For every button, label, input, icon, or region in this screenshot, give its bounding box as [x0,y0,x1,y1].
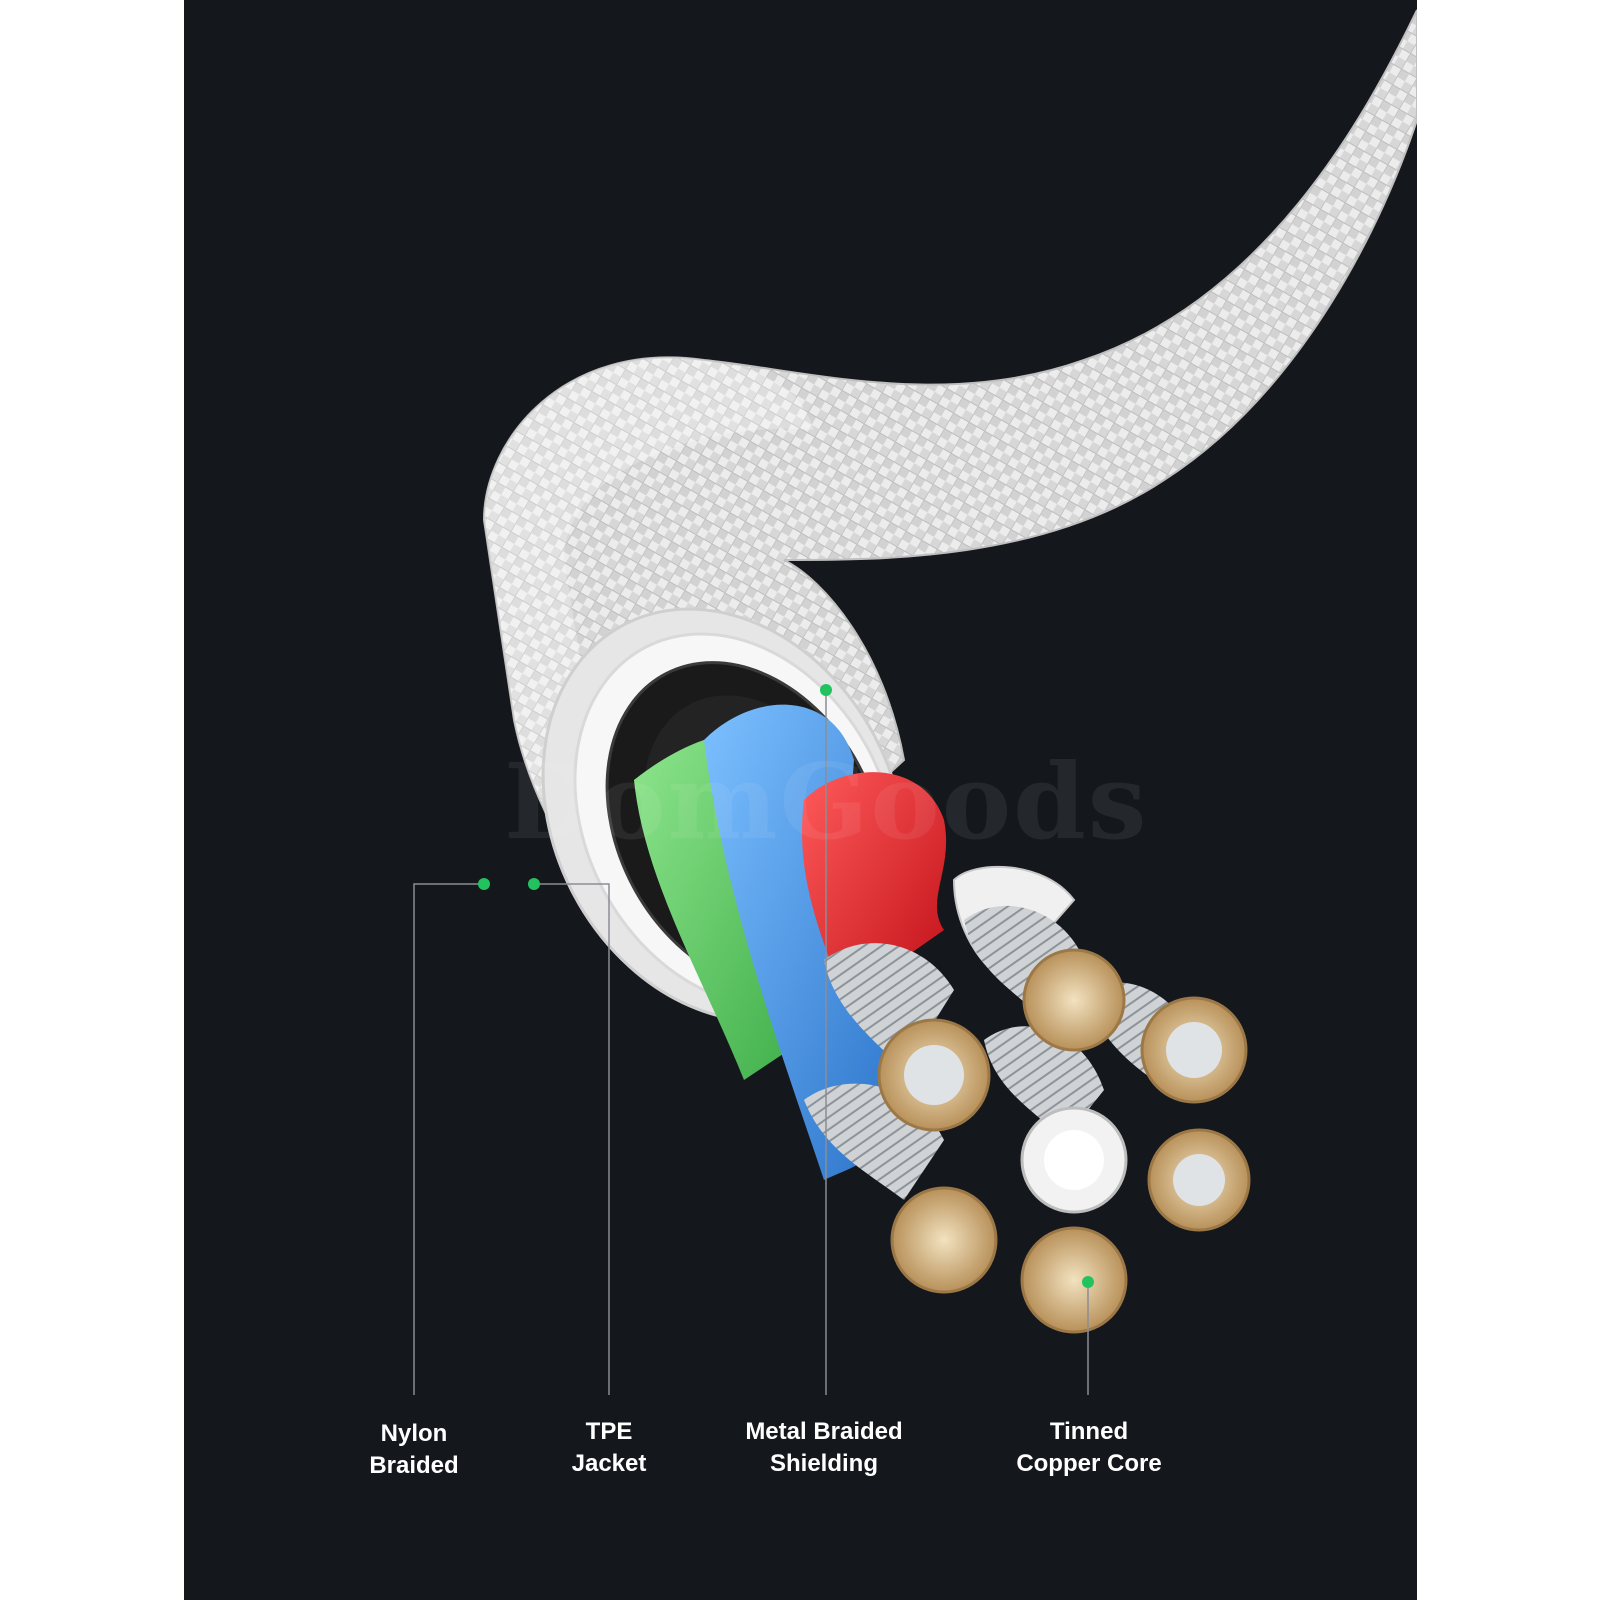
label-metal-braided-shielding: Metal Braided Shielding [745,1418,903,1477]
label-nylon-braided: Nylon Braided [369,1420,459,1479]
callout-dots [478,684,1094,1288]
red-wire [802,772,947,1000]
cable-cross-section-illustration [413,9,1417,1395]
product-panel: DomGoods Nylon Braided TPE Jacket Metal … [184,0,1417,1600]
callout-lines [413,690,1089,1395]
label-tinned-copper-core: Tinned Copper Core [1016,1418,1162,1477]
watermark-text: DomGoods [504,740,1149,863]
blue-wire [704,704,904,1180]
copper-core-ends [877,948,1251,1334]
label-tpe-jacket: TPE Jacket [571,1418,647,1477]
